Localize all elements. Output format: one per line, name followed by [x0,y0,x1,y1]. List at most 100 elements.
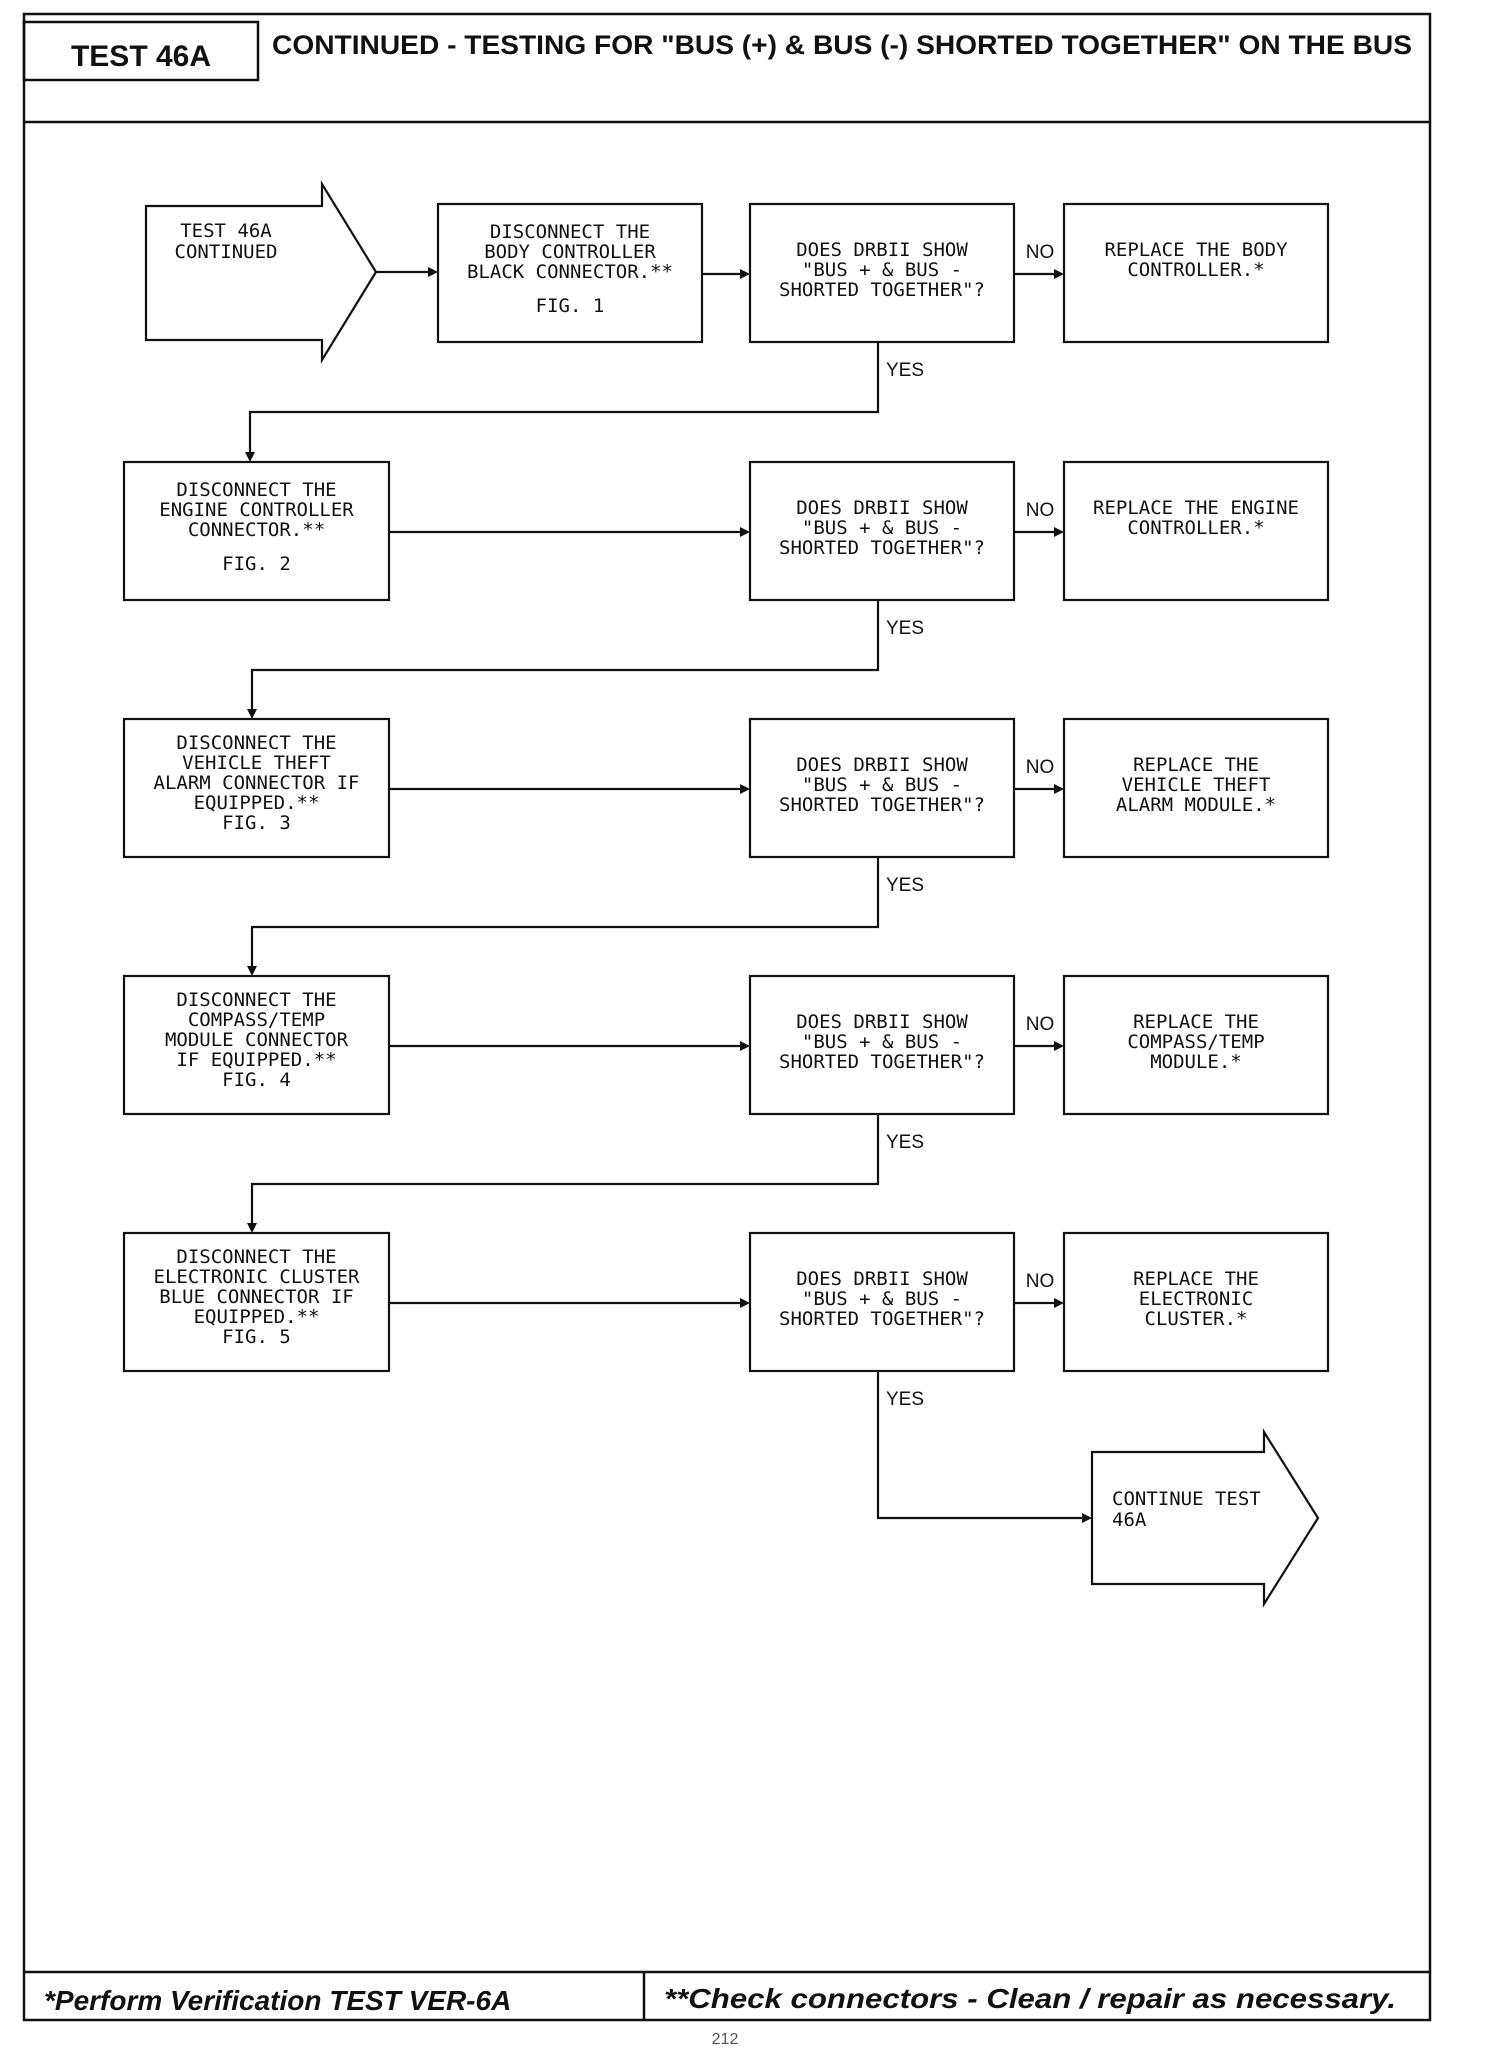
action-line: ENGINE CONTROLLER [159,499,354,521]
action-box [122,1231,391,1373]
yes-connector [248,342,880,454]
yes-connector [876,1371,1084,1520]
figure-ref: FIG. 5 [222,1326,291,1348]
yes-label: YES [886,1389,924,1410]
question-line: SHORTED TOGETHER"? [779,1308,985,1330]
question-box [748,460,1016,602]
no-label: NO [1026,242,1055,263]
result-line: VEHICLE THEFT [1122,774,1271,796]
arrowhead [740,1041,750,1051]
question-line: SHORTED TOGETHER"? [779,794,985,816]
result-line: REPLACE THE [1133,1268,1259,1290]
result-line: REPLACE THE ENGINE [1093,497,1299,519]
action-line: EQUIPPED.** [194,792,320,814]
action-line: EQUIPPED.** [194,1306,320,1328]
figure-ref: FIG. 4 [222,1069,291,1091]
action-line: DISCONNECT THE [176,732,336,754]
arrowhead [1082,1513,1092,1523]
result-line: ELECTRONIC [1139,1288,1253,1310]
result-line: COMPASS/TEMP [1127,1031,1264,1053]
yes-label: YES [886,618,924,639]
action-line: ELECTRONIC CLUSTER [154,1266,360,1288]
start-arrow-line: CONTINUED [175,241,278,263]
arrowhead [245,452,255,462]
result-box [1062,717,1330,859]
arrowhead [1054,1298,1064,1308]
end-arrow-line: CONTINUE TEST [1112,1488,1261,1510]
yes-label: YES [886,1132,924,1153]
result-box [1062,1231,1330,1373]
no-label: NO [1026,500,1055,521]
result-line: REPLACE THE [1133,1011,1259,1033]
question-line: "BUS + & BUS - [802,517,962,539]
arrowhead [1054,1041,1064,1051]
result-line: REPLACE THE BODY [1104,239,1288,261]
action-line: DISCONNECT THE [176,989,336,1011]
start-arrow-line: TEST 46A [180,220,272,242]
question-line: SHORTED TOGETHER"? [779,279,985,301]
yes-connector [250,857,880,968]
action-line: DISCONNECT THE [176,479,336,501]
action-line: ALARM CONNECTOR IF [154,772,360,794]
question-line: "BUS + & BUS - [802,259,962,281]
yes-connector [250,1114,880,1225]
no-label: NO [1026,1014,1055,1035]
start-arrow-text: TEST 46A CONTINUED [175,220,278,263]
question-line: "BUS + & BUS - [802,1031,962,1053]
question-box [748,1231,1016,1373]
result-line: CLUSTER.* [1145,1308,1248,1330]
end-arrow [1090,1428,1320,1608]
question-line: DOES DRBII SHOW [796,754,968,776]
action-box [122,717,391,859]
arrowhead [740,1298,750,1308]
figure-ref: FIG. 2 [222,553,291,575]
start-arrow [144,180,378,364]
footer-connectors-note: **Check connectors - Clean / repair as n… [664,1983,1396,2014]
result-line: ALARM MODULE.* [1116,794,1276,816]
question-box [748,974,1016,1116]
arrowhead [740,269,750,279]
arrowhead [740,527,750,537]
arrowhead [1054,527,1064,537]
test-id-box [22,20,260,82]
footer-verification-note: *Perform Verification TEST VER-6A [44,1985,511,2016]
action-box [122,974,391,1116]
question-line: DOES DRBII SHOW [796,497,968,519]
question-line: SHORTED TOGETHER"? [779,1051,985,1073]
yes-connector [250,600,880,711]
result-box [1062,974,1330,1116]
action-line: BODY CONTROLLER [484,241,656,263]
figure-ref: FIG. 1 [536,295,605,317]
arrowhead [1054,784,1064,794]
question-box [748,717,1016,859]
arrowhead [428,267,438,277]
page-number: 212 [712,2031,739,2048]
yes-label: YES [886,360,924,381]
arrowhead [247,1223,257,1233]
result-line: CONTROLLER.* [1127,517,1264,539]
action-line: BLUE CONNECTOR IF [159,1286,353,1308]
action-box [122,460,391,602]
question-line: SHORTED TOGETHER"? [779,537,985,559]
action-line: MODULE CONNECTOR [165,1029,349,1051]
question-line: "BUS + & BUS - [802,1288,962,1310]
result-line: CONTROLLER.* [1127,259,1264,281]
page-frame [22,12,1432,2022]
result-line: MODULE.* [1150,1051,1242,1073]
figure-ref: FIG. 3 [222,812,291,834]
result-line: REPLACE THE [1133,754,1259,776]
arrowhead [1054,269,1064,279]
result-box [1062,460,1330,602]
action-line: DISCONNECT THE [490,221,650,243]
result-box [1062,202,1330,344]
no-label: NO [1026,757,1055,778]
arrowhead [247,966,257,976]
action-line: BLACK CONNECTOR.** [467,261,673,283]
action-line: VEHICLE THEFT [182,752,331,774]
question-line: DOES DRBII SHOW [796,1011,968,1033]
header-title: CONTINUED - TESTING FOR "BUS (+) & BUS (… [272,30,1412,60]
test-id: TEST 46A [71,40,211,73]
question-line: DOES DRBII SHOW [796,239,968,261]
